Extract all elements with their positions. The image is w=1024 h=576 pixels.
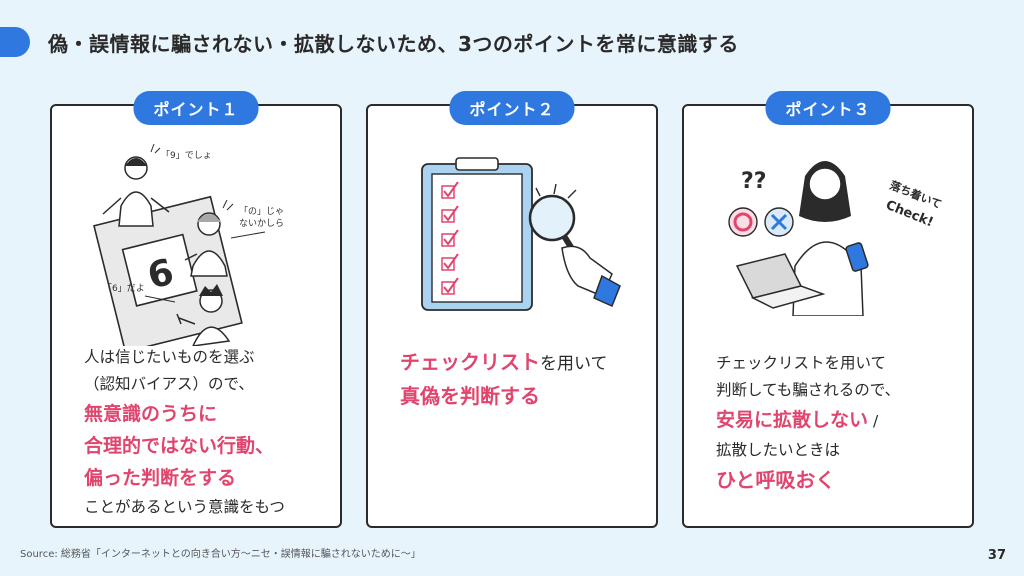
- checkbox-list: [441, 181, 459, 295]
- point-card-2: ポイント２ チェックリストを用いて 真偽を: [366, 91, 658, 528]
- point-3-line-1: チェックリストを用いて: [716, 354, 887, 372]
- page-title: 偽・誤情報に騙されない・拡散しないため、3つのポイントを常に意識する: [48, 32, 739, 56]
- point-card-1: ポイント１ 6 「9」でしょ 「の」じゃ ないかしら 「6」だよ 人は信: [50, 91, 342, 528]
- point-3-highlight-1: 安易に拡散しない: [716, 409, 869, 431]
- point-badge-3: ポイント３: [765, 91, 891, 125]
- point-badge-1: ポイント１: [133, 91, 259, 125]
- source-citation: Source: 総務省「インターネットとの向き合い方〜ニセ・誤情報に騙されないた…: [20, 549, 421, 560]
- point-1-line-2: （認知バイアス）ので、: [84, 375, 254, 393]
- cognitive-bias-illustration: 6 「9」でしょ 「の」じゃ ないかしら 「6」だよ: [93, 143, 284, 346]
- speech-bubble-nine: 「9」でしょ: [161, 150, 212, 161]
- circle-icon: [728, 207, 758, 237]
- page-number: 37: [987, 548, 1006, 563]
- point-1-highlight-3: 偏った判断をする: [84, 467, 237, 489]
- point-1-line-1: 人は信じたいものを選ぶ: [84, 348, 255, 366]
- point-1-line-3: ことがあるという意識をもつ: [84, 498, 285, 516]
- speech-bubble-no-2: ないかしら: [239, 218, 284, 229]
- point-2-line-1: を用いて: [540, 354, 608, 374]
- title-accent-bar: [0, 27, 30, 57]
- checklist-illustration: [421, 157, 621, 311]
- point-3-highlight-2: ひと呼吸おく: [716, 468, 836, 492]
- speech-bubble-six: 「6」だよ: [103, 283, 145, 294]
- point-card-3: ポイント３ ?? 落ち着いて Check! チェックリストを用いて 判断しても騙…: [682, 91, 974, 528]
- point-2-highlight-2: 真偽を判断する: [400, 384, 540, 408]
- point-3-line-2: 判断しても騙されるので、: [716, 381, 901, 399]
- point-3-slash: /: [868, 412, 879, 430]
- point-1-highlight-1: 無意識のうちに: [84, 403, 218, 425]
- point-3-text: チェックリストを用いて 判断しても騙されるので、 安易に拡散しない / 拡散した…: [716, 350, 958, 496]
- question-marks: ??: [741, 169, 767, 194]
- speech-bubble-no-1: 「の」じゃ: [239, 206, 284, 217]
- point-1-highlight-2: 合理的ではない行動、: [84, 435, 275, 457]
- point-2-text: チェックリストを用いて 真偽を判断する: [400, 346, 642, 412]
- point-2-highlight-1: チェックリスト: [400, 350, 540, 374]
- point-3-line-3: 拡散したいときは: [716, 441, 841, 459]
- point-1-text: 人は信じたいものを選ぶ （認知バイアス）ので、 無意識のうちに 合理的ではない行…: [84, 344, 326, 521]
- cross-icon: [764, 207, 794, 237]
- point-badge-2: ポイント２: [449, 91, 575, 125]
- magnifier-icon: [528, 183, 621, 308]
- pause-before-sharing-illustration: ?? 落ち着いて Check!: [728, 161, 943, 316]
